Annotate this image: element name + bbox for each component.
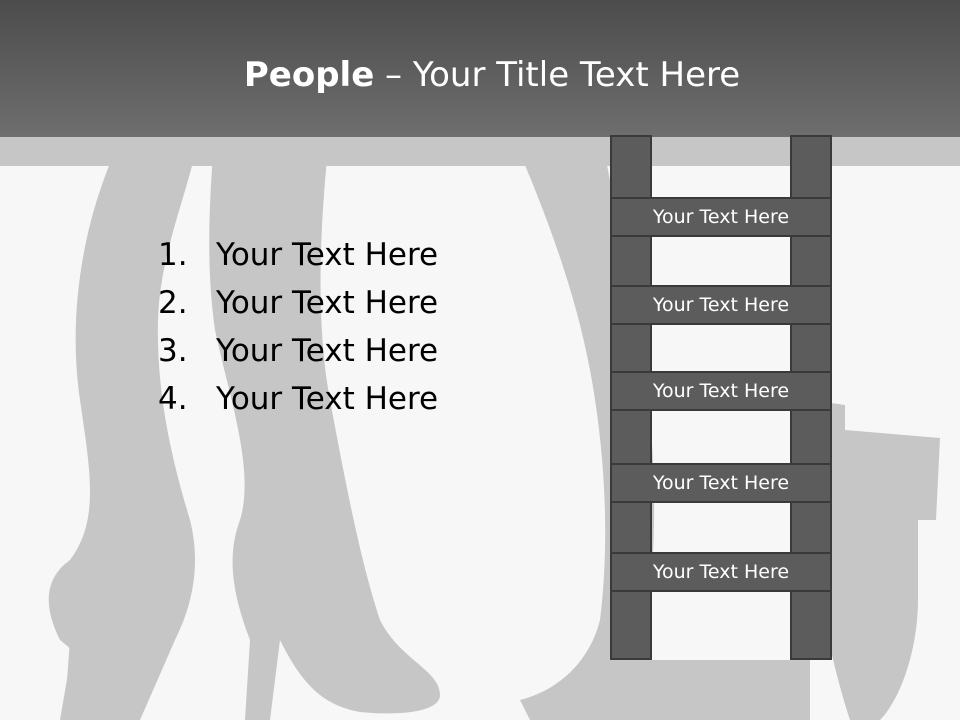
title-bold-part: People (243, 55, 375, 95)
briefcase-silhouette (810, 400, 940, 720)
ladder-rung-4: Your Text Here (610, 463, 832, 503)
list-item: 1. Your Text Here (158, 234, 438, 282)
list-number: 4. (158, 381, 188, 417)
ladder-graphic: Your Text Here Your Text Here Your Text … (610, 135, 836, 660)
ladder-rung-2: Your Text Here (610, 285, 832, 325)
title-text: – Your Title Text Here (374, 55, 741, 95)
list-item: 4. Your Text Here (158, 378, 438, 426)
list-text: Your Text Here (216, 285, 439, 321)
bottom-shoe-silhouette (600, 660, 810, 720)
numbered-list: 1. Your Text Here 2. Your Text Here 3. Your… (158, 234, 438, 426)
list-number: 2. (158, 285, 188, 321)
slide-title: People – Your Title Text Here (0, 52, 960, 98)
list-text: Your Text Here (216, 381, 439, 417)
list-text: Your Text Here (216, 237, 439, 273)
ladder-rung-3: Your Text Here (610, 371, 832, 411)
ladder-rung-5: Your Text Here (610, 552, 832, 592)
list-number: 1. (158, 237, 188, 273)
list-text: Your Text Here (216, 333, 439, 369)
list-number: 3. (158, 333, 188, 369)
list-item: 2. Your Text Here (158, 282, 438, 330)
heel-top (320, 130, 370, 164)
middle-leg-silhouette (209, 130, 440, 720)
left-boot-silhouette (48, 130, 201, 720)
list-item: 3. Your Text Here (158, 330, 438, 378)
title-bar: People – Your Title Text Here (0, 0, 960, 137)
left-shoe-heel (64, 640, 80, 720)
ladder-rung-1: Your Text Here (610, 197, 832, 237)
